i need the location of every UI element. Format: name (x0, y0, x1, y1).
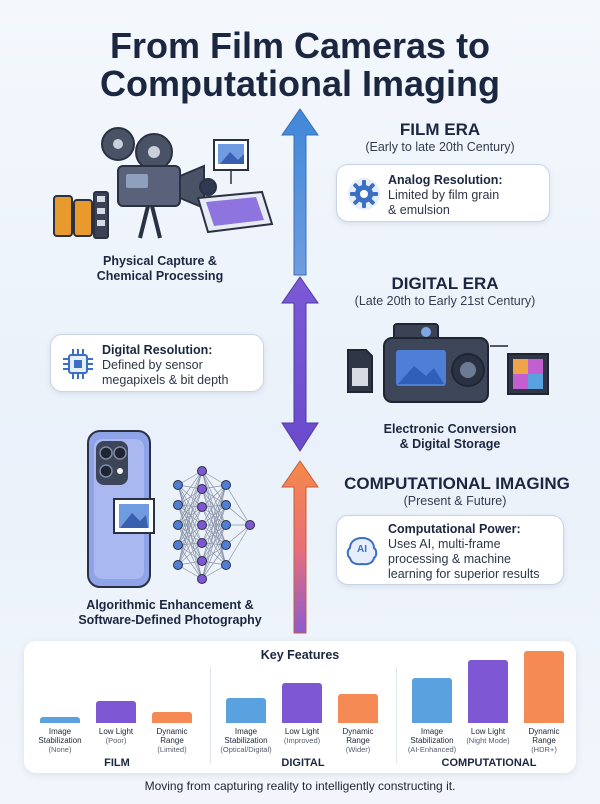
neural-node (197, 574, 207, 584)
feature-group-label: DIGITAL (281, 757, 325, 769)
feature-bar (412, 678, 452, 723)
neural-nodes (173, 466, 255, 584)
film-camera-illustration (53, 127, 274, 239)
ai-brain-icon (346, 536, 378, 566)
photo-print-icon (213, 139, 249, 184)
neural-node (173, 480, 183, 490)
neural-node (197, 538, 207, 548)
feature-bar (468, 660, 508, 723)
feature-bar (40, 717, 80, 723)
digital-era-title: DIGITAL ERA (391, 274, 499, 293)
page-title-line-1: From Film Cameras to (109, 25, 491, 66)
image-sensor-icon (490, 345, 549, 395)
key-features-title: Key Features (260, 648, 340, 662)
film-era-subtitle: (Early to late 20th Century) (365, 140, 515, 154)
footer-tagline: Moving from capturing reality to intelli… (144, 779, 456, 793)
computational-era-arrow (281, 460, 319, 634)
film-callout-title: Analog Resolution: (388, 173, 503, 187)
film-caption-line-1: Physical Capture & (103, 254, 217, 268)
neural-node (173, 560, 183, 570)
neural-node (221, 520, 231, 530)
film-canister-icon (53, 191, 109, 239)
digital-callout-line-1: Defined by sensor (102, 358, 203, 372)
neural-network-icon (177, 470, 251, 580)
feature-bar-label: Low Light(Poor) (98, 727, 134, 745)
group-divider (396, 667, 397, 763)
group-divider (210, 667, 211, 763)
feature-bar (226, 698, 266, 723)
neural-node (173, 500, 183, 510)
film-era-callout: Analog Resolution: Limited by film grain… (336, 164, 550, 222)
neural-node (221, 500, 231, 510)
digital-era-arrow (281, 276, 319, 452)
ai-icon-label: AI (357, 544, 367, 555)
page-title-line-2: Computational Imaging (100, 63, 500, 104)
digital-callout-line-2: megapixels & bit depth (102, 373, 229, 387)
computational-callout-title: Computational Power: (388, 522, 521, 536)
neural-node (197, 466, 207, 476)
neural-node (221, 560, 231, 570)
neural-node (197, 484, 207, 494)
neural-node (173, 520, 183, 530)
digital-caption-line-1: Electronic Conversion (383, 422, 517, 436)
film-era-title: FILM ERA (399, 120, 481, 139)
computational-era-title: COMPUTATIONAL IMAGING (344, 474, 570, 493)
computational-era-callout: AI Computational Power: Uses AI, multi-f… (336, 515, 564, 585)
movie-camera-icon (117, 164, 217, 239)
neural-node (197, 556, 207, 566)
dslr-camera-icon (383, 323, 489, 403)
feature-bar (96, 701, 136, 723)
computational-callout-line-1: Uses AI, multi-frame (388, 537, 501, 551)
film-callout-line-1: Limited by film grain (388, 188, 500, 202)
feature-bar (152, 712, 192, 723)
neural-node (197, 520, 207, 530)
sd-card-icon (347, 349, 373, 393)
digital-callout-title: Digital Resolution: (102, 343, 213, 357)
feature-bar (524, 651, 564, 723)
feature-bar (338, 694, 378, 723)
film-caption-line-2: Chemical Processing (96, 269, 224, 283)
gear-icon (348, 178, 380, 210)
neural-node (173, 540, 183, 550)
digital-era-subtitle: (Late 20th to Early 21st Century) (354, 294, 536, 308)
film-era-arrow (281, 108, 319, 276)
computational-caption-line-1: Algorithmic Enhancement & (86, 598, 254, 612)
timeline-arrows (281, 108, 319, 634)
chip-icon (63, 349, 93, 379)
feature-group-label: COMPUTATIONAL (441, 757, 537, 769)
digital-caption-line-2: & Digital Storage (399, 437, 501, 451)
digital-camera-illustration (347, 323, 549, 403)
digital-era-callout: Digital Resolution: Defined by sensor me… (50, 334, 264, 392)
computational-callout-line-3: learning for superior results (388, 567, 540, 581)
developing-tray-icon (196, 190, 274, 234)
neural-node (221, 480, 231, 490)
neural-node (245, 520, 255, 530)
smartphone-illustration (87, 430, 255, 588)
film-callout-line-2: & emulsion (388, 203, 450, 217)
feature-bar-label: Low Light(Improved) (283, 727, 321, 745)
film-reel-icon (101, 127, 173, 171)
photo-frame-icon (113, 498, 155, 534)
feature-bar (282, 683, 322, 723)
neural-node (197, 502, 207, 512)
feature-group-label: FILM (104, 757, 130, 769)
computational-era-subtitle: (Present & Future) (403, 494, 507, 508)
computational-caption-line-2: Software-Defined Photography (78, 613, 262, 627)
neural-node (221, 540, 231, 550)
computational-callout-line-2: processing & machine (388, 552, 511, 566)
feature-bar-label: Low Light(Night Mode) (466, 727, 510, 745)
